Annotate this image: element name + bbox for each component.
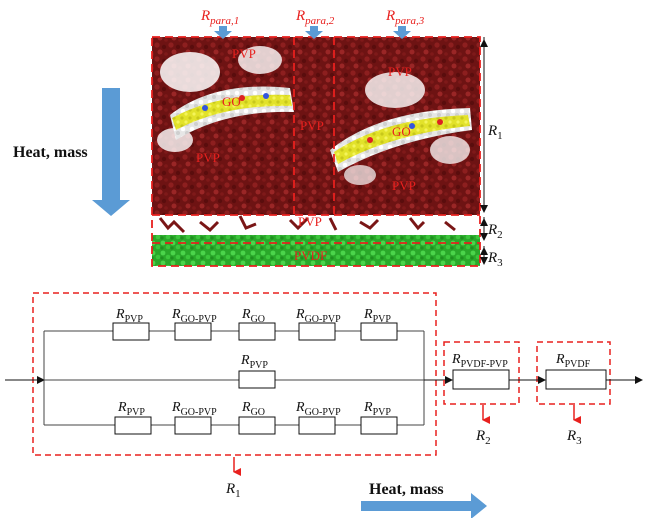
r1-side-label: R1 <box>487 123 503 142</box>
region-label-go: GO <box>392 124 411 139</box>
resistor-bottom-pvp <box>114 416 152 435</box>
r3-group-box <box>536 341 611 405</box>
heat-mass-label-bottom: Heat, mass <box>369 481 444 498</box>
label-bottom-r-go: RGO <box>241 400 265 418</box>
region-label-pvdf: PVDF <box>294 248 327 263</box>
label-bottom-r-go-pvp: RGO-PVP <box>171 400 217 418</box>
label-bottom-r-go-pvp: RGO-PVP <box>295 400 341 418</box>
resistor-bottom-go-pvp <box>174 416 212 435</box>
resistor-top-go-pvp <box>174 322 212 341</box>
resistor-bottom-go-pvp <box>298 416 336 435</box>
heat-mass-label-top: Heat, mass <box>13 144 88 161</box>
region-label-pvp: PVP <box>388 64 412 79</box>
arrow-down-icon <box>214 26 232 39</box>
resistor-bottom-pvp <box>360 416 398 435</box>
resistor-top-go <box>238 322 276 341</box>
resistor-pvdf-pvp <box>452 369 510 390</box>
r3-group-label: R3 <box>566 428 582 447</box>
label-bottom-r-pvp: RPVP <box>363 400 391 418</box>
resistance-circuit <box>5 292 643 476</box>
r1-group-box <box>32 292 437 456</box>
heat-mass-down-arrow-icon <box>92 88 130 216</box>
r2-group-box <box>443 341 520 405</box>
region-label-pvp: PVP <box>300 118 324 133</box>
label-top-r-pvp: RPVP <box>115 307 143 325</box>
r2-group-label: R2 <box>475 428 491 447</box>
region-label-go: GO <box>222 94 241 109</box>
arrow-down-icon <box>305 26 323 39</box>
region-label-pvp: PVP <box>196 150 220 165</box>
resistor-bottom-go <box>238 416 276 435</box>
resistor-pvdf <box>545 369 607 390</box>
label-top-r-pvp: RPVP <box>363 307 391 325</box>
interface-band <box>152 215 480 235</box>
label-middle-r-pvp: RPVP <box>240 353 268 371</box>
go-sheet-right <box>330 108 472 172</box>
arrow-down-icon <box>393 26 411 39</box>
region-label-pvp: PVP <box>392 178 416 193</box>
resistor-top-pvp <box>360 322 398 341</box>
r1-group-label: R1 <box>225 481 241 500</box>
label-r-pvdf-pvp: RPVDF-PVP <box>451 352 508 370</box>
r-para-3-label: Rpara,3 <box>385 8 425 27</box>
label-top-r-go-pvp: RGO-PVP <box>171 307 217 325</box>
heat-mass-right-arrow-icon <box>361 493 487 518</box>
resistor-top-go-pvp <box>298 322 336 341</box>
r3-side-label: R3 <box>487 250 503 269</box>
go-sheet-left <box>170 86 294 140</box>
label-top-r-go-pvp: RGO-PVP <box>295 307 341 325</box>
resistor-middle-pvp <box>238 370 276 389</box>
label-bottom-r-pvp: RPVP <box>117 400 145 418</box>
label-top-r-go: RGO <box>241 307 265 325</box>
region-label-pvp: PVP <box>232 46 256 61</box>
flow-arrows-top <box>214 26 411 39</box>
r-para-2-label: Rpara,2 <box>295 8 335 27</box>
label-r-pvdf: RPVDF <box>555 352 591 370</box>
pvdf-region <box>152 235 480 266</box>
region-label-pvp: PVP <box>298 214 322 229</box>
r2-side-label: R2 <box>487 222 503 241</box>
resistor-top-pvp <box>112 322 150 341</box>
simulation-snapshot <box>151 36 481 267</box>
r-para-1-label: Rpara,1 <box>200 8 239 27</box>
